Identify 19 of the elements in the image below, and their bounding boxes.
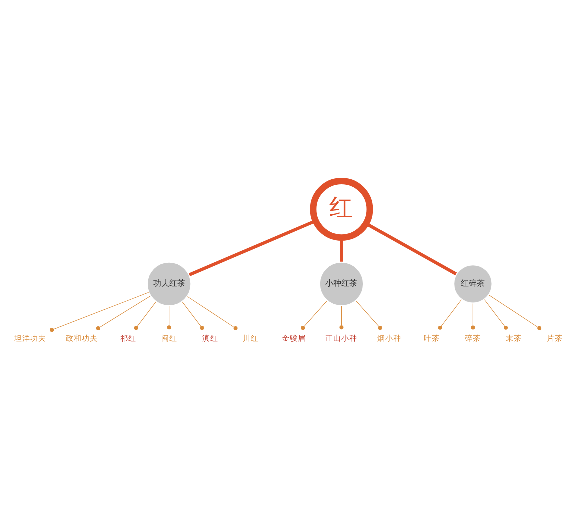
connector [301,300,328,330]
connector [438,300,462,330]
node-circle: 小种红茶 [318,261,365,308]
connector [356,300,382,330]
connector [340,238,344,262]
connector [96,296,151,330]
connector [471,303,476,330]
connector [182,302,204,330]
connector [366,222,458,276]
node-circle: 功夫红茶 [146,261,192,308]
connector [484,300,508,330]
connector [134,302,156,330]
connector [340,306,344,330]
connector [188,220,316,276]
connector [488,294,542,330]
connector [167,306,172,330]
node-circle: 红碎茶 [452,264,494,304]
connector [187,296,238,330]
connector [50,292,150,332]
